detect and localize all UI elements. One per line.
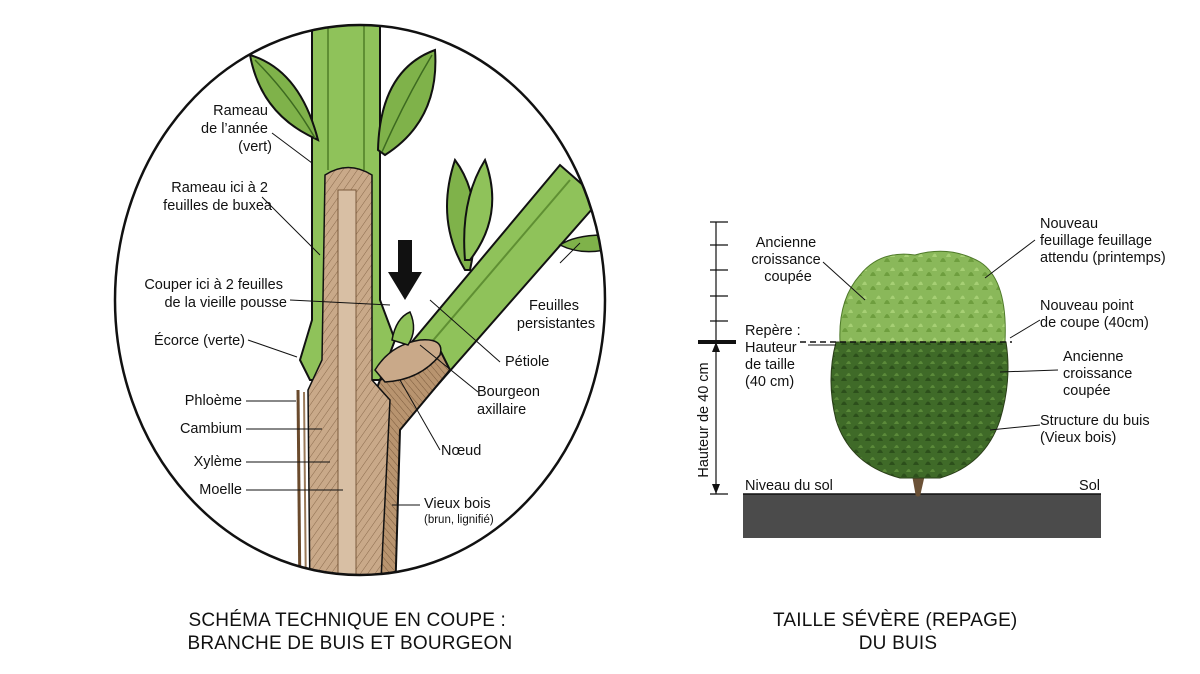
label-ecorce: Écorce (verte)	[154, 332, 245, 349]
label-rameau-ici: Rameau ici à 2 feuilles de buxea	[163, 180, 273, 214]
label-bourgeon: Bourgeon axillaire	[477, 384, 544, 418]
label-vieux-bois: Vieux bois	[424, 496, 491, 512]
label-rameau-annee: Rameau de l’année (vert)	[201, 103, 272, 155]
label-sol: Sol	[1079, 478, 1100, 494]
label-ancienne-bas: Ancienne croissance coupée	[1063, 349, 1136, 399]
leaf-top-right	[378, 50, 435, 155]
label-petiole: Pétiole	[505, 354, 549, 370]
label-couper-ici: Couper ici à 2 feuilles de la vieille po…	[144, 277, 287, 311]
leaf-mid-right	[464, 160, 492, 260]
label-nouveau-feuillage: Nouveau feuillage feuillage attendu (pri…	[1040, 216, 1166, 266]
label-repere: Repère : Hauteur de taille (40 cm)	[745, 323, 805, 390]
label-feuilles-persistantes: Feuilles persistantes	[517, 298, 595, 332]
new-growth	[840, 251, 1005, 342]
label-phloeme: Phloème	[185, 393, 242, 409]
label-xyleme: Xylème	[194, 454, 242, 470]
pruning-diagram: Hauteur de 40 cm Ancienne croissance cou…	[696, 216, 1166, 654]
label-niveau-sol: Niveau du sol	[745, 478, 833, 494]
cut-arrow-icon	[388, 240, 422, 300]
label-vieux-bois-detail: (brun, lignifié)	[424, 514, 494, 526]
label-nouveau-point: Nouveau point de coupe (40cm)	[1040, 298, 1149, 331]
height-ticks	[710, 222, 728, 494]
old-growth	[831, 342, 1008, 478]
pith	[338, 190, 356, 600]
section-diagram: Rameau de l’année (vert) Rameau ici à 2 …	[115, 20, 605, 654]
ground	[743, 494, 1101, 538]
axillary-bud	[392, 312, 414, 345]
axis-label-hauteur: Hauteur de 40 cm	[696, 362, 712, 477]
right-caption: TAILLE SÉVÈRE (REPAGE) DU BUIS	[773, 610, 1023, 654]
label-structure: Structure du buis (Vieux bois)	[1040, 413, 1154, 446]
label-moelle: Moelle	[199, 482, 242, 498]
label-ancienne-haut: Ancienne croissance coupée	[751, 235, 824, 285]
label-noeud: Nœud	[441, 443, 481, 459]
left-caption: SCHÉMA TECHNIQUE EN COUPE : BRANCHE DE B…	[188, 610, 513, 654]
label-cambium: Cambium	[180, 421, 242, 437]
